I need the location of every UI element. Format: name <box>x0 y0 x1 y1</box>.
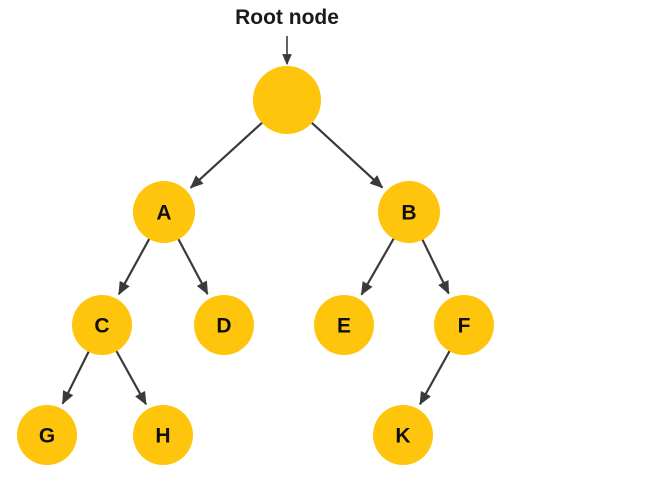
tree-node-label-G: G <box>39 425 55 448</box>
tree-node-root[interactable] <box>253 66 321 134</box>
tree-edge-A-to-D <box>176 237 209 295</box>
tree-edge-B-to-F <box>420 237 450 295</box>
tree-node-circle-root[interactable] <box>253 66 321 134</box>
tree-node-H[interactable]: H <box>133 405 193 465</box>
tree-node-D[interactable]: D <box>194 295 254 355</box>
tree-edge-root-to-A <box>189 120 265 189</box>
tree-node-F[interactable]: F <box>434 295 494 355</box>
tree-node-label-A: A <box>156 202 171 225</box>
tree-edge-C-to-H <box>114 348 147 406</box>
tree-node-K[interactable]: K <box>373 405 433 465</box>
tree-node-label-D: D <box>216 315 231 338</box>
tree-node-label-K: K <box>395 425 410 448</box>
nodes-layer: A B C D E F G H K <box>17 66 494 465</box>
tree-node-B[interactable]: B <box>378 181 440 243</box>
tree-node-label-F: F <box>458 315 471 338</box>
tree-edge-C-to-G <box>61 349 91 405</box>
tree-node-E[interactable]: E <box>314 295 374 355</box>
tree-node-label-H: H <box>155 425 170 448</box>
tree-edge-F-to-K <box>419 348 452 406</box>
tree-node-circle-F[interactable] <box>434 295 494 355</box>
root-node-annotation: Root node <box>235 6 339 66</box>
tree-node-circle-K[interactable] <box>373 405 433 465</box>
tree-edge-A-to-C <box>117 236 152 296</box>
tree-edge-root-to-B <box>309 120 384 189</box>
tree-node-circle-B[interactable] <box>378 181 440 243</box>
tree-edge-B-to-E <box>360 236 396 296</box>
tree-node-label-C: C <box>94 315 109 338</box>
tree-node-circle-H[interactable] <box>133 405 193 465</box>
tree-node-circle-G[interactable] <box>17 405 77 465</box>
tree-node-label-B: B <box>401 202 416 225</box>
tree-node-C[interactable]: C <box>72 295 132 355</box>
tree-node-circle-A[interactable] <box>133 181 195 243</box>
edges-layer <box>61 120 452 406</box>
tree-node-G[interactable]: G <box>17 405 77 465</box>
tree-node-A[interactable]: A <box>133 181 195 243</box>
root-node-annotation-label: Root node <box>235 6 339 29</box>
tree-node-circle-C[interactable] <box>72 295 132 355</box>
tree-node-label-E: E <box>337 315 351 338</box>
tree-node-circle-D[interactable] <box>194 295 254 355</box>
tree-node-circle-E[interactable] <box>314 295 374 355</box>
